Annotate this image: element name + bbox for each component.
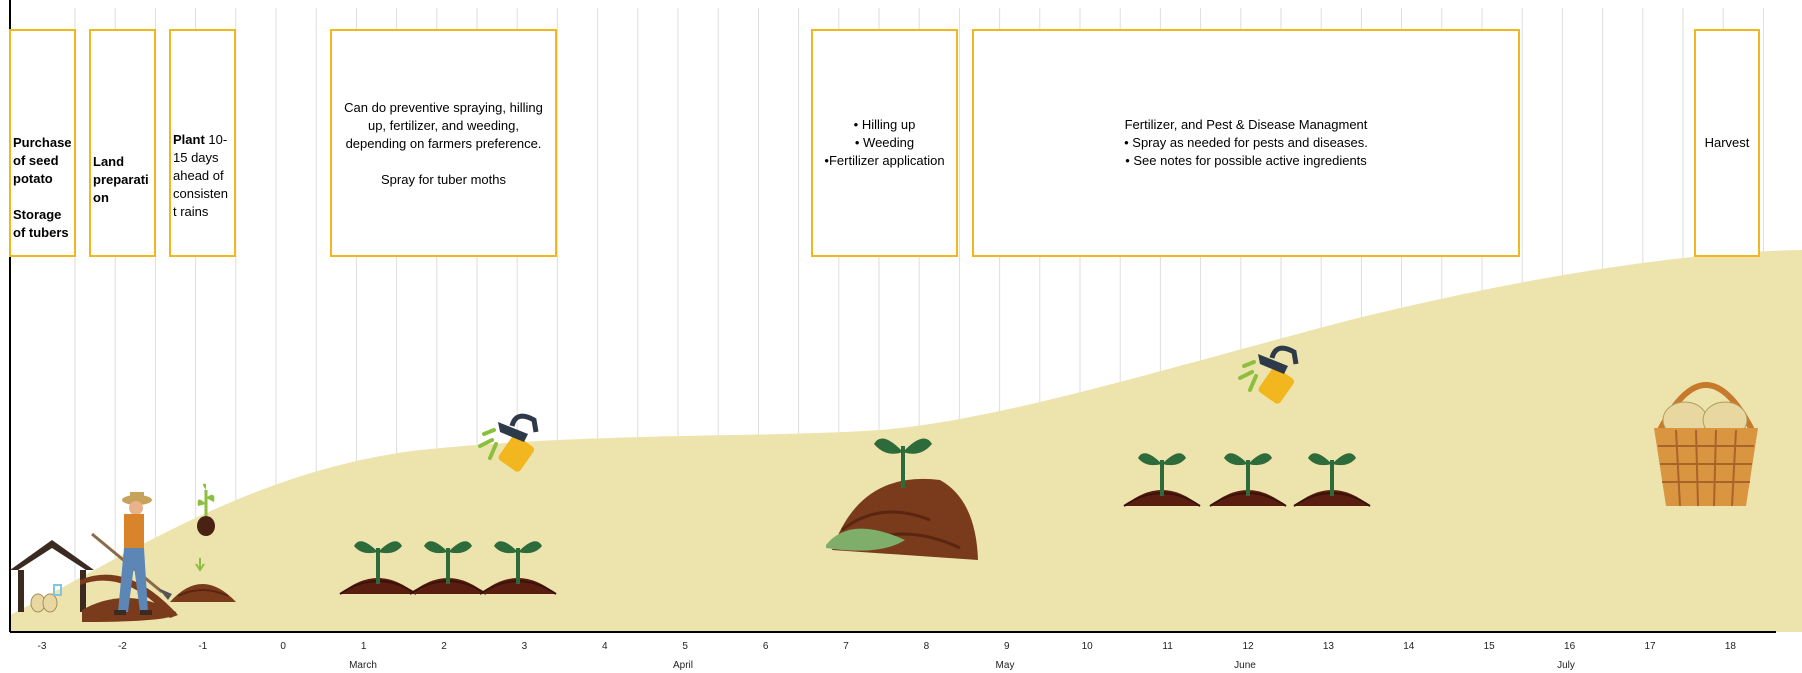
box-text: t rains [173,204,209,219]
box-text: • See notes for possible active ingredie… [1125,153,1367,168]
month-label: June [1234,660,1256,671]
planting-box: Plant 10- 15 days ahead of consisten t r… [169,29,236,257]
seedlings-icon [1122,451,1372,508]
hilling-weeding-box: • Hilling up • Weeding •Fertilizer appli… [811,29,958,257]
box-text: Fertilizer, and Pest & Disease Managment [1124,117,1368,132]
week-tick-label: -2 [117,641,127,652]
box-text-bold: Plant [173,132,205,147]
month-label: July [1557,660,1575,671]
week-tick-label: 17 [1644,641,1656,652]
week-tick-label: 18 [1724,641,1736,652]
box-text: up, fertilizer, and weeding, [367,118,520,133]
box-text: Spray for tuber moths [381,172,506,187]
box-text: on [93,190,109,205]
pest-disease-management-box: Fertilizer, and Pest & Disease Managment… [972,29,1520,257]
box-text: 10- [204,132,228,147]
week-tick-label: 4 [602,641,608,652]
week-tick-label: 12 [1242,641,1254,652]
box-text: • Weeding [854,135,915,150]
box-text: consisten [173,186,228,201]
land-preparation-box: Land preparati on [89,29,156,257]
week-tick-label: 7 [843,641,849,652]
box-text: Can do preventive spraying, hilling [344,100,543,115]
box-text: depending on farmers preference. [345,136,542,151]
week-tick-label: 11 [1162,641,1173,652]
box-text: •Fertilizer application [824,153,945,168]
harvest-basket-icon [1654,382,1758,507]
week-tick-label: 13 [1322,641,1334,652]
week-tick-label: 14 [1403,641,1415,652]
week-tick-label: 5 [682,641,688,652]
week-tick-label: 9 [1004,641,1010,652]
week-tick-label: 10 [1081,641,1093,652]
box-text: • Hilling up [853,117,916,132]
box-text: potato [13,171,53,186]
box-text: preparati [93,172,149,187]
month-label: March [349,660,377,671]
harvest-box: Harvest [1694,29,1760,257]
week-tick-label: 2 [441,641,447,652]
box-text: 15 days [173,150,219,165]
seed-potato-icon [170,483,236,602]
purchase-storage-box: Purchase of seed potato Storage of tuber… [9,29,76,257]
week-tick-label: 8 [923,641,930,652]
week-tick-label: -1 [198,641,208,652]
box-text: • Spray as needed for pests and diseases… [1124,135,1368,150]
box-text: of tubers [13,225,69,240]
fertilizer-mound-icon [826,438,978,560]
box-text: Storage [13,207,62,222]
week-tick-label: 3 [521,641,528,652]
hill-area [10,250,1802,632]
week-tick-label: 6 [762,641,769,652]
preventive-spraying-box: Can do preventive spraying, hilling up, … [330,29,557,257]
week-tick-label: -3 [37,641,47,652]
box-text: Purchase [13,135,72,150]
box-text: Land [93,154,125,169]
month-label: April [672,660,693,671]
week-tick-label: 15 [1483,641,1495,652]
week-tick-label: 16 [1564,641,1576,652]
farmer-icon [80,492,178,622]
week-tick-label: 1 [360,641,367,652]
box-text: Harvest [1704,135,1750,150]
storage-shed-icon [10,540,94,613]
box-text: ahead of [173,168,224,183]
month-label: May [995,660,1015,671]
week-tick-label: 0 [280,641,286,652]
box-text: of seed [13,153,59,168]
